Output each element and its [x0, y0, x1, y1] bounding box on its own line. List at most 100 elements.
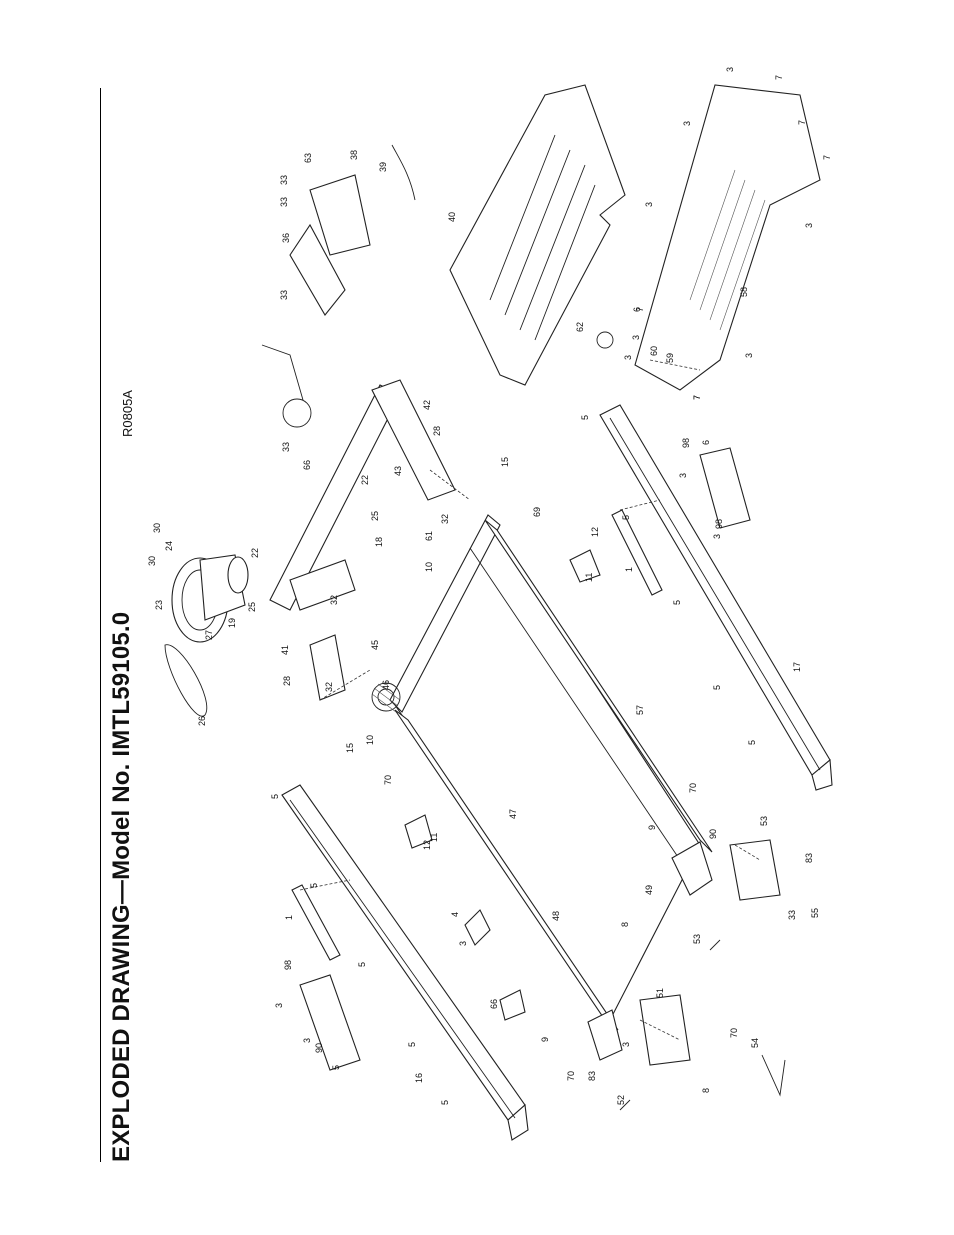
callout-43: 43	[393, 466, 403, 476]
callout-3: 3	[274, 1003, 284, 1008]
clip	[464, 909, 491, 946]
callout-28: 28	[432, 426, 442, 436]
callout-10: 10	[424, 562, 434, 572]
key	[596, 331, 614, 349]
callout-38: 38	[349, 150, 359, 160]
callout-41: 41	[280, 645, 290, 655]
callout-7: 7	[822, 155, 832, 160]
bracket-left	[404, 814, 433, 849]
callout-10: 10	[365, 735, 375, 745]
callout-7: 7	[797, 120, 807, 125]
callout-62: 62	[575, 322, 585, 332]
callout-36: 36	[281, 233, 291, 243]
callout-47: 47	[508, 809, 518, 819]
callout-5: 5	[309, 883, 319, 888]
callout-1: 1	[624, 567, 634, 572]
callout-3: 3	[631, 335, 641, 340]
callout-5: 5	[440, 1100, 450, 1105]
callout-22: 22	[360, 475, 370, 485]
callout-7: 7	[692, 395, 702, 400]
callout-23: 23	[154, 600, 164, 610]
callout-3: 3	[804, 223, 814, 228]
callout-52: 52	[616, 1095, 626, 1105]
callout-39: 39	[378, 162, 388, 172]
callout-11: 11	[584, 573, 594, 582]
callout-16: 16	[414, 1073, 424, 1083]
title-rule	[100, 88, 101, 1162]
callout-19: 19	[227, 618, 237, 628]
callout-66: 66	[302, 460, 312, 470]
drive-motor	[171, 554, 249, 643]
callout-3: 3	[725, 67, 735, 72]
bolt-53-right	[709, 939, 721, 951]
lift-bracket	[309, 634, 346, 701]
callout-6: 6	[701, 440, 711, 445]
callout-57: 57	[635, 705, 645, 715]
power-cord	[282, 398, 312, 428]
callout-27: 27	[204, 630, 214, 640]
callout-33: 33	[279, 290, 289, 300]
callout-3: 3	[458, 941, 468, 946]
callout-33: 33	[279, 197, 289, 207]
callout-3: 3	[678, 473, 688, 478]
console-base	[634, 84, 821, 391]
callout-5: 5	[407, 1042, 417, 1047]
callout-55: 55	[810, 908, 820, 918]
left-side-strip	[291, 884, 341, 961]
callout-3: 3	[712, 534, 722, 539]
callout-5: 5	[672, 600, 682, 605]
callout-25: 25	[370, 511, 380, 521]
right-side-strip	[611, 509, 663, 596]
bolt-53-left	[619, 1099, 631, 1111]
callout-3: 3	[302, 1038, 312, 1043]
callout-3: 3	[744, 353, 754, 358]
callout-32: 32	[440, 514, 450, 524]
callout-5: 5	[712, 685, 722, 690]
right-frame-rail	[484, 519, 713, 853]
callout-61: 61	[424, 531, 434, 541]
callout-30: 30	[147, 556, 157, 566]
bracket-right	[569, 549, 601, 583]
base-frame	[269, 379, 456, 701]
callout-18: 18	[374, 537, 384, 547]
callout-8: 8	[620, 922, 630, 927]
callout-25: 25	[247, 602, 257, 612]
right-foot-rail	[699, 447, 751, 529]
callout-5: 5	[270, 794, 280, 799]
callout-11: 11	[429, 833, 439, 842]
callout-54: 54	[750, 1038, 760, 1048]
motor-bracket	[289, 559, 356, 611]
callout-3: 3	[623, 355, 633, 360]
left-side-rail	[281, 784, 529, 1141]
callout-7: 7	[692, 395, 702, 400]
callout-15: 15	[500, 457, 510, 467]
callout-98: 98	[681, 438, 691, 448]
callout-70: 70	[688, 783, 698, 793]
wire-harness	[391, 144, 416, 201]
callout-53: 53	[759, 816, 769, 826]
callout-32: 32	[324, 682, 334, 692]
callout-3: 3	[621, 1042, 631, 1047]
callout-59: 59	[665, 353, 675, 363]
callout-98: 98	[714, 519, 724, 529]
callout-4: 4	[450, 912, 460, 917]
callout-3: 3	[682, 121, 692, 126]
callout-5: 5	[747, 740, 757, 745]
callout-58: 58	[739, 287, 749, 297]
front-roller-rail	[389, 514, 501, 713]
callout-9: 9	[647, 825, 657, 830]
callout-46: 46	[381, 680, 391, 690]
callout-5: 5	[331, 1065, 341, 1070]
callout-90: 90	[314, 1043, 324, 1053]
controller-bracket	[309, 174, 371, 256]
motor-hood	[449, 84, 626, 386]
callout-1: 1	[284, 915, 294, 920]
callout-42: 42	[422, 400, 432, 410]
callout-9: 9	[540, 1037, 550, 1042]
callout-83: 83	[587, 1071, 597, 1081]
callout-30: 30	[152, 523, 162, 533]
callout-33: 33	[281, 442, 291, 452]
callout-7: 7	[774, 75, 784, 80]
